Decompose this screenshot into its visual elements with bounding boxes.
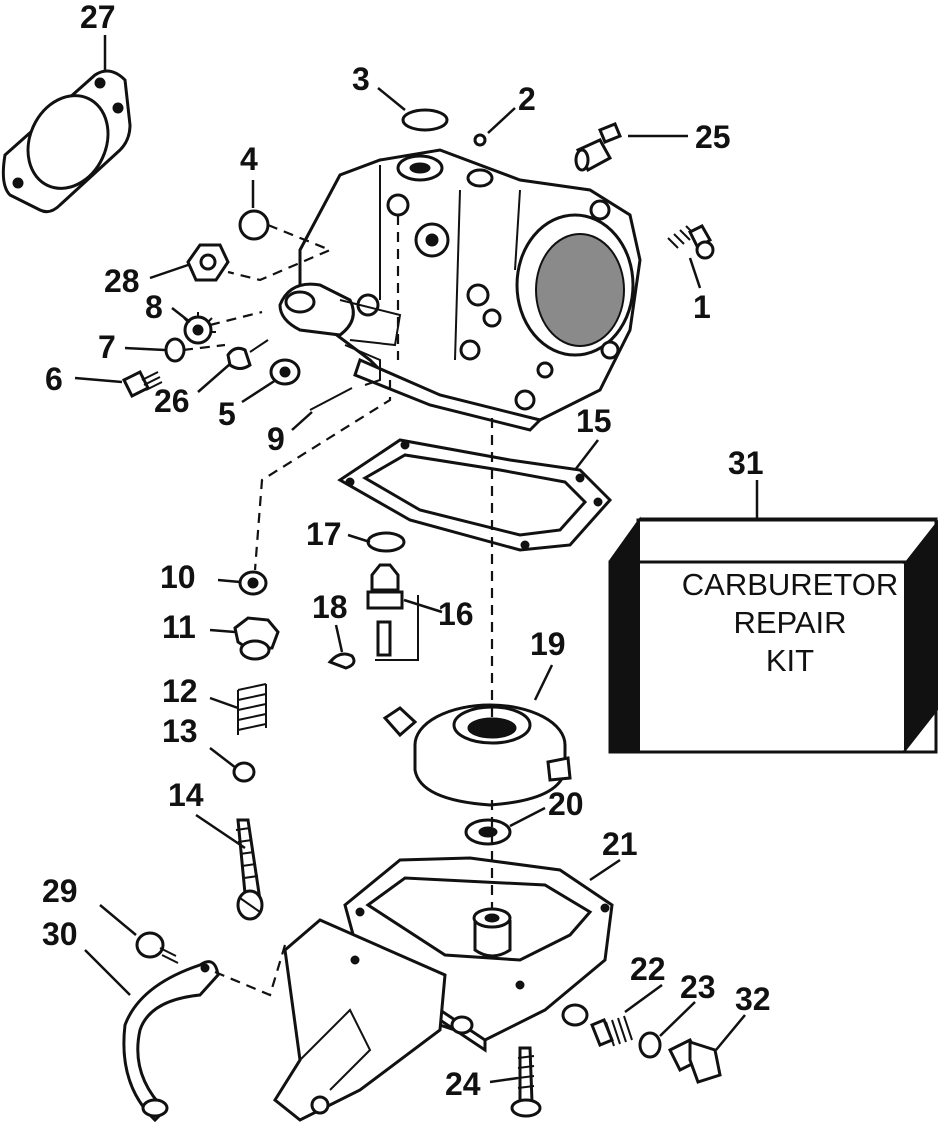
callout-22: 22	[630, 951, 666, 987]
part-13-washer	[232, 761, 256, 783]
callout-7: 7	[98, 329, 116, 365]
callout-20: 20	[548, 786, 584, 822]
callout-28: 28	[104, 263, 140, 299]
part-7-washer	[164, 337, 186, 363]
part-23-gasket	[638, 1031, 662, 1059]
callout-19: 19	[530, 626, 566, 662]
leader-lines	[74, 35, 759, 1084]
callout-labels: 27 3 2 25 4 1 28 8 7 6 26 5 9 15 31 17 1…	[42, 0, 771, 1102]
kit-line-1: CARBURETOR	[682, 567, 898, 602]
callout-13: 13	[162, 713, 198, 749]
callout-14: 14	[168, 777, 204, 813]
callout-15: 15	[576, 403, 612, 439]
callout-21: 21	[602, 826, 638, 862]
part-29-screw	[135, 931, 179, 964]
callout-26: 26	[154, 383, 190, 419]
callout-3: 3	[352, 61, 370, 97]
part-32-plug	[667, 1037, 722, 1084]
part-26-clip	[226, 339, 269, 370]
part-2-check-ball	[473, 133, 487, 147]
part-8-star-washer	[183, 312, 216, 345]
callout-32: 32	[735, 981, 771, 1017]
part-24-screw	[510, 1046, 542, 1118]
part-3-welch-plug	[401, 108, 449, 132]
part-25-fitting	[574, 122, 622, 173]
part-16-needle-and-seat	[366, 563, 419, 661]
part-30-strap	[122, 960, 220, 1123]
part-22-spring	[590, 1015, 633, 1047]
callout-23: 23	[680, 969, 716, 1005]
part-31-repair-kit-box: CARBURETOR REPAIR KIT	[608, 516, 938, 754]
part-27-mounting-gasket	[1, 69, 132, 214]
callout-5: 5	[218, 396, 236, 432]
callout-12: 12	[162, 673, 198, 709]
carburetor-main-body	[278, 148, 642, 432]
part-1-idle-screw	[667, 224, 715, 260]
callout-17: 17	[306, 516, 342, 552]
bowl-mounting-bracket	[273, 918, 447, 1122]
callout-27: 27	[80, 0, 116, 35]
part-9-pin	[309, 387, 353, 411]
callout-4: 4	[240, 141, 258, 177]
part-12-spring	[237, 683, 267, 735]
callout-6: 6	[45, 361, 63, 397]
kit-line-2: REPAIR	[733, 605, 846, 640]
part-14-needle	[235, 818, 264, 921]
part-11-jet	[233, 616, 280, 661]
callout-9: 9	[267, 421, 285, 457]
callout-10: 10	[160, 559, 196, 595]
callout-16: 16	[438, 596, 474, 632]
assembly-guide-lines	[182, 215, 494, 997]
callout-25: 25	[695, 119, 731, 155]
callout-29: 29	[42, 873, 78, 909]
callout-2: 2	[518, 81, 536, 117]
callout-1: 1	[693, 289, 711, 325]
callout-11: 11	[162, 609, 196, 645]
part-18-clip	[327, 652, 356, 670]
part-15-float-bowl-gasket	[337, 438, 613, 552]
part-17-washer	[366, 531, 406, 553]
callout-8: 8	[145, 289, 163, 325]
part-19-float	[382, 703, 572, 807]
part-4-plug	[238, 209, 270, 241]
callout-24: 24	[445, 1066, 481, 1102]
callout-18: 18	[312, 589, 348, 625]
kit-line-3: KIT	[766, 643, 814, 678]
part-6-screw	[121, 369, 163, 399]
callout-30: 30	[42, 916, 78, 952]
callout-31: 31	[728, 445, 764, 481]
